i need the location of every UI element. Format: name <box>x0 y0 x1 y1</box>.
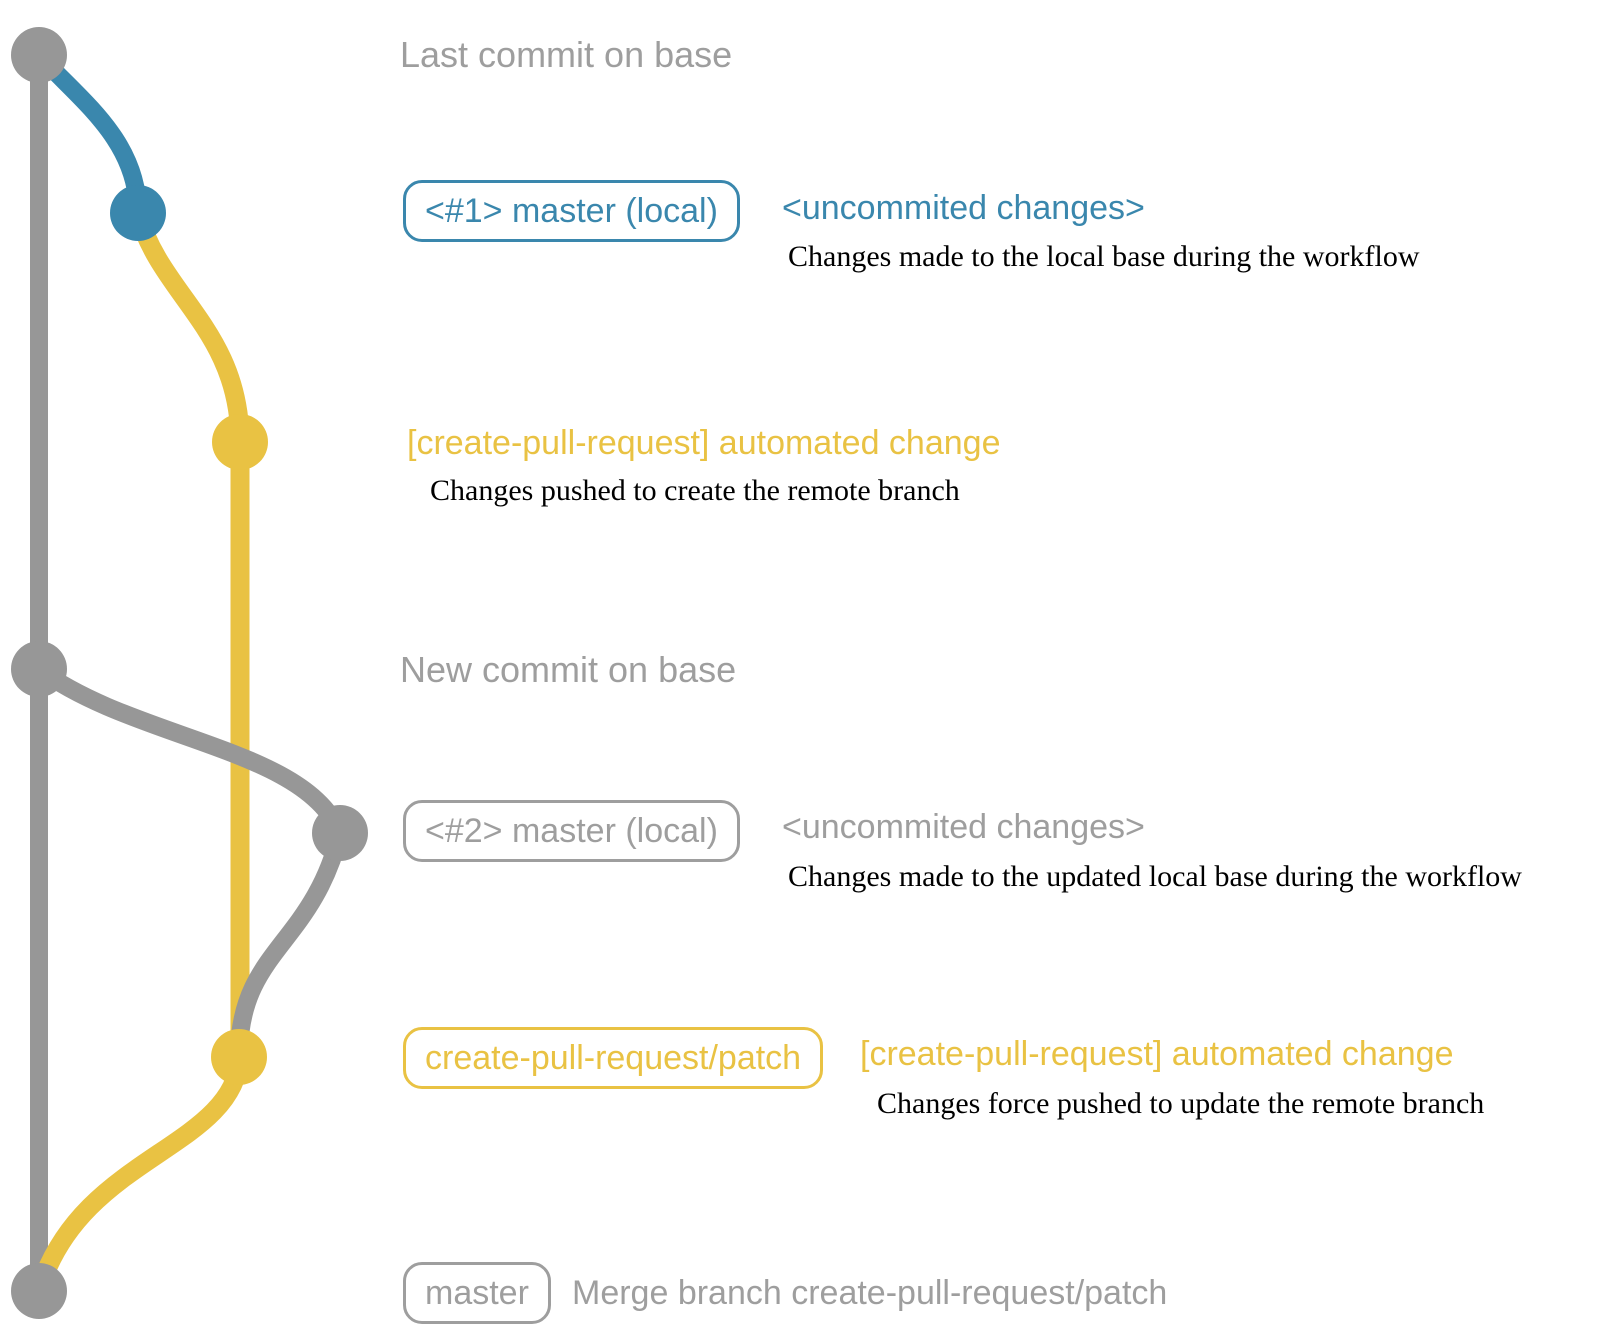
uncommitted-changes-note-2: <uncommited changes> <box>782 808 1145 846</box>
commit-dot-last-base <box>11 27 67 83</box>
automated-change-note-1: [create-pull-request] automated change <box>407 424 1001 462</box>
commit-dot-create-pull-request-2 <box>211 1029 267 1085</box>
new-commit-on-base-label: New commit on base <box>400 649 737 690</box>
commit-dot-merge <box>11 1263 67 1319</box>
updated-local-branch-line <box>33 661 350 1053</box>
commit-dot-master-local-1 <box>110 185 166 241</box>
branch-tag-master: master <box>403 1262 551 1324</box>
branch-tag-master-local-2: <#2> master (local) <box>403 800 740 862</box>
merge-branch-note: Merge branch create-pull-request/patch <box>572 1274 1168 1312</box>
branch-tag-master-local-1: <#1> master (local) <box>403 180 740 242</box>
branch-tag-create-pull-request-patch: create-pull-request/patch <box>403 1027 824 1089</box>
commit-dot-master-local-2 <box>312 805 368 861</box>
last-commit-on-base-label: Last commit on base <box>400 34 733 75</box>
updated-local-base-changes-detail: Changes made to the updated local base d… <box>788 860 1522 893</box>
commit-dot-create-pull-request-1 <box>212 414 268 470</box>
local-base-changes-detail: Changes made to the local base during th… <box>788 240 1420 273</box>
automated-change-note-2: [create-pull-request] automated change <box>860 1035 1454 1073</box>
commit-dot-new-base <box>11 641 67 697</box>
force-push-update-remote-branch-detail: Changes force pushed to update the remot… <box>877 1087 1485 1120</box>
push-create-remote-branch-detail: Changes pushed to create the remote bran… <box>430 474 960 507</box>
uncommitted-changes-note-1: <uncommited changes> <box>782 189 1145 227</box>
